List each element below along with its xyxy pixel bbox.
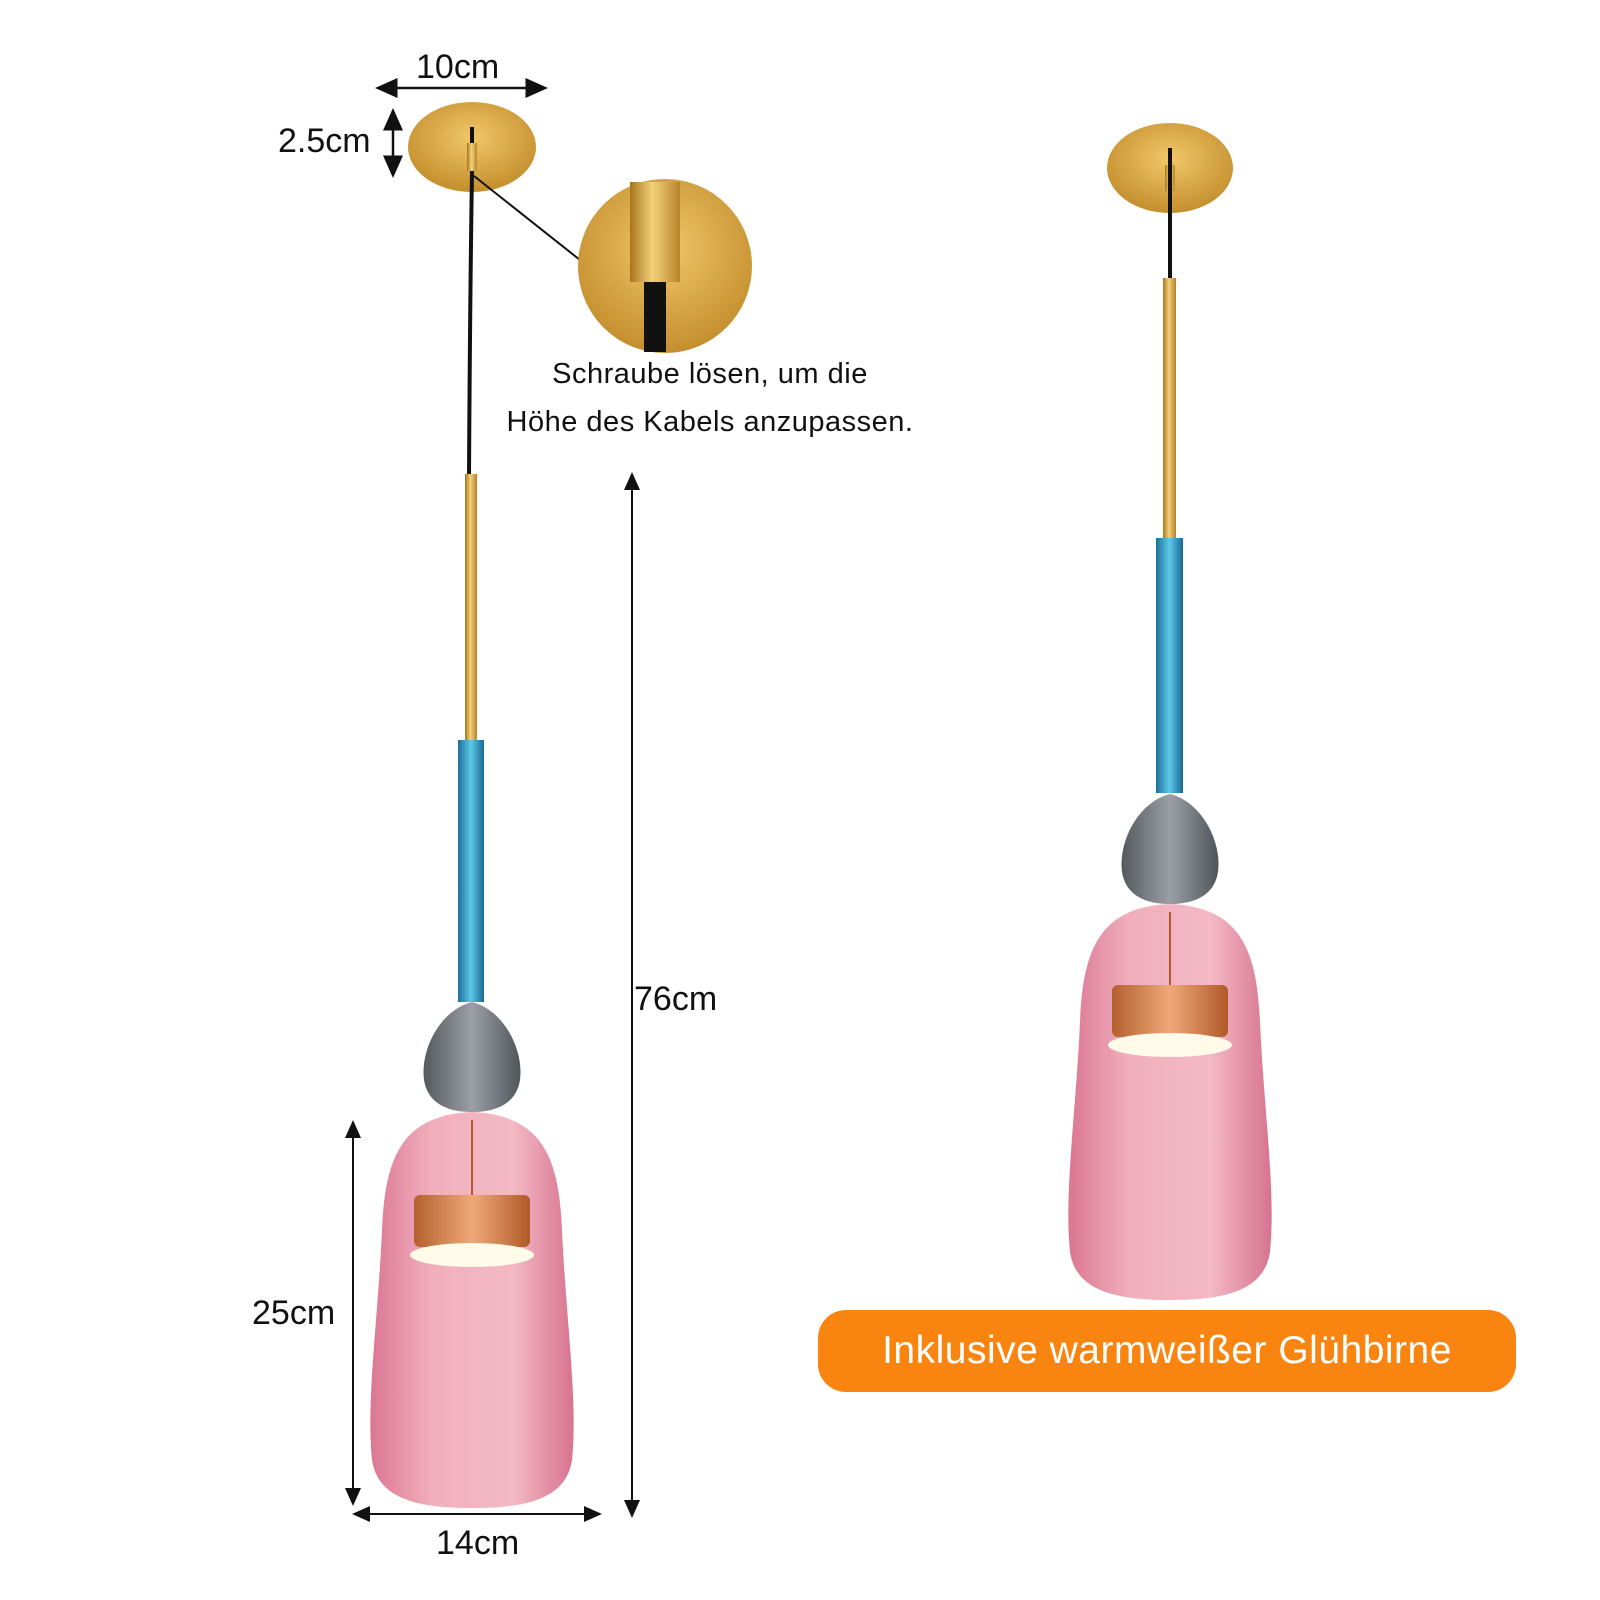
shade-height-label: 25cm [252,1294,336,1332]
blue-rod [458,740,484,1002]
adjust-note-line2: Höhe des Kabels anzupassen. [506,406,914,438]
warm-white-bulb-badge: Inklusive warmweißer Glühbirne [818,1310,1516,1392]
adjust-note-line1: Schraube lösen, um die [552,358,868,390]
cable [467,170,474,477]
smoke-glass-bead [423,1002,521,1112]
cord-grip [467,143,477,171]
callout-line [473,175,581,261]
gold-rod [465,474,477,742]
led-light [410,1243,534,1267]
lamp-right [1068,123,1272,1300]
adjust-note: Schraube lösen, um die Höhe des Kabels a… [470,350,950,446]
copper-lamp-holder [414,1195,530,1247]
canopy-width-label: 10cm [416,48,500,86]
canopy-height-label: 2.5cm [278,122,371,160]
total-height-label: 76cm [634,980,718,1018]
lamp-left [370,102,574,1508]
shade-width-label: 14cm [436,1524,520,1562]
